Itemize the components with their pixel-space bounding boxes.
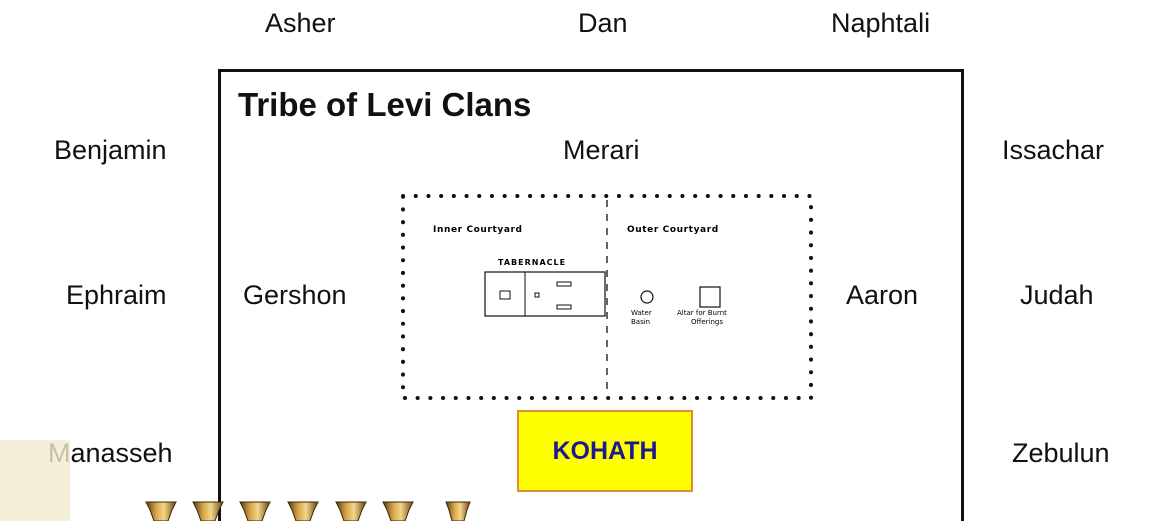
tribe-judah: Judah bbox=[1020, 280, 1094, 310]
menorah-decoration bbox=[0, 440, 471, 521]
clan-gershon: Gershon bbox=[243, 280, 347, 310]
tabernacle-label: TABERNACLE bbox=[498, 258, 566, 267]
tribe-asher: Asher bbox=[265, 8, 336, 38]
levi-title: Tribe of Levi Clans bbox=[238, 86, 532, 123]
tabernacle-courtyard-plan: Inner Courtyard Outer Courtyard TABERNAC… bbox=[401, 194, 813, 400]
clan-kohath-box: KOHATH bbox=[517, 410, 693, 492]
clan-merari: Merari bbox=[563, 135, 640, 165]
altar-label-2: Offerings bbox=[691, 318, 723, 326]
water-basin-icon bbox=[640, 290, 654, 304]
courtyard-boundary bbox=[401, 194, 813, 400]
tribe-ephraim: Ephraim bbox=[66, 280, 167, 310]
water-basin-label-1: Water bbox=[631, 309, 652, 317]
clan-aaron: Aaron bbox=[846, 280, 919, 310]
inner-courtyard-label: Inner Courtyard bbox=[433, 225, 523, 235]
altar-icon bbox=[699, 286, 721, 308]
tribe-dan: Dan bbox=[578, 8, 628, 38]
outer-courtyard-label: Outer Courtyard bbox=[627, 225, 719, 235]
tabernacle-structure bbox=[484, 271, 606, 317]
altar-label-1: Altar for Burnt bbox=[677, 309, 727, 317]
levi-camp-box bbox=[218, 69, 964, 521]
tribe-naphtali: Naphtali bbox=[831, 8, 931, 38]
clan-kohath: KOHATH bbox=[552, 436, 658, 465]
tribe-issachar: Issachar bbox=[1002, 135, 1105, 165]
tribe-benjamin: Benjamin bbox=[54, 135, 167, 165]
tribe-zebulun: Zebulun bbox=[1012, 438, 1110, 468]
water-basin-label-2: Basin bbox=[631, 318, 650, 326]
